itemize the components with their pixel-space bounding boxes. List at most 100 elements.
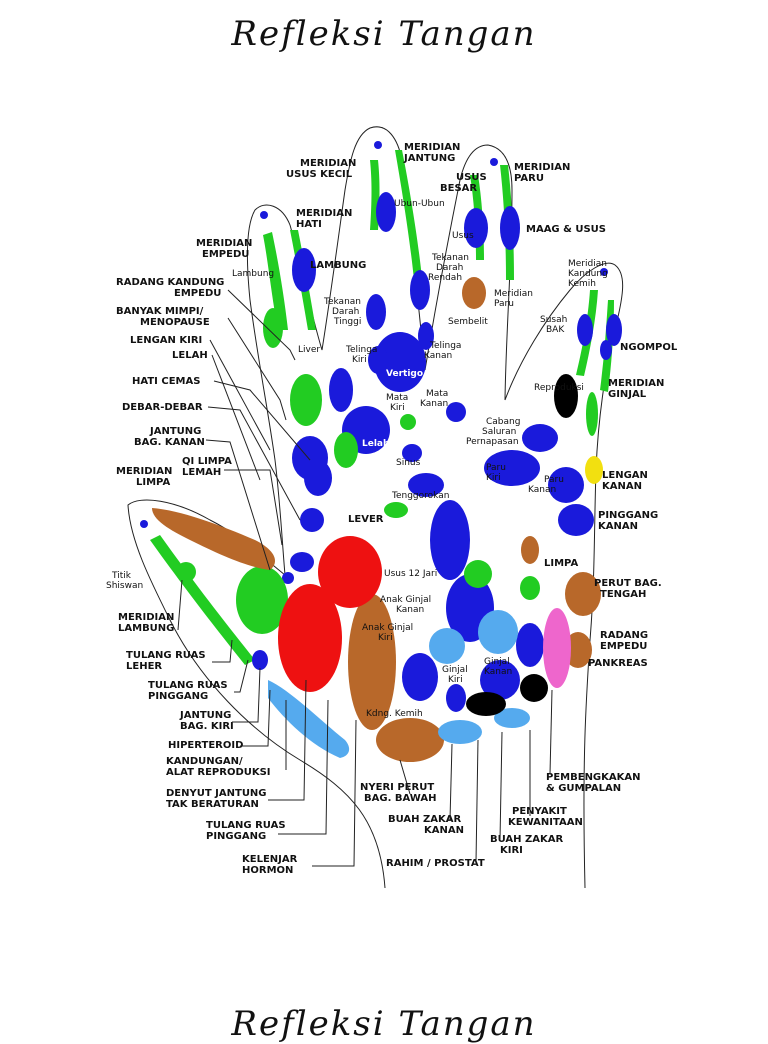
label-lambung: Lambung (232, 269, 274, 279)
zone-60 (263, 308, 283, 348)
label-pembengkakan: PEMBENGKAKAN& GUMPALAN (546, 772, 641, 794)
zone-57 (329, 368, 353, 412)
label-usus: Usus (452, 231, 474, 241)
label-sinus: Sinus (396, 458, 421, 468)
fingertip-dots (140, 141, 608, 528)
label-liver: Liver (298, 345, 320, 355)
zone-53 (304, 460, 332, 496)
zone-35 (522, 424, 558, 452)
zone-11-12 (268, 680, 350, 758)
zone-25 (520, 674, 548, 702)
zone-39 (577, 314, 593, 346)
zone-28 (520, 576, 540, 600)
label-kandungan: KANDUNGAN/ALAT REPRODUKSI (166, 756, 271, 778)
zone-26-pink (543, 608, 571, 688)
zone-1-4 (152, 508, 275, 570)
zone-30 (521, 536, 539, 564)
zone-36b (554, 374, 578, 418)
zone-71 (418, 322, 434, 350)
zone-3 (236, 566, 288, 634)
label-usus-12-jari: Usus 12 Jari (384, 569, 437, 579)
zone-18 (516, 623, 544, 667)
label-maag-usus: MAAG & USUS (526, 224, 606, 235)
zone-21 (478, 610, 518, 654)
zone-34 (484, 450, 540, 486)
zone-50 (400, 414, 416, 430)
label-rahim-prostat: RAHIM / PROSTAT (386, 858, 485, 869)
zone-67 (376, 192, 396, 232)
zone-44 (464, 208, 488, 248)
zone-24 (494, 708, 530, 728)
label-pankreas: PANKREAS (588, 658, 648, 669)
zone-52 (300, 508, 324, 532)
zone-7 (252, 650, 268, 670)
zone-59 (290, 374, 322, 426)
label-ubun-ubun: Ubun-Ubun (394, 199, 445, 209)
label-lengan-kiri: LENGAN KIRI (130, 335, 202, 346)
zone-37 (600, 340, 612, 360)
zone-13 (348, 594, 396, 730)
meridian-streak (150, 535, 255, 665)
meridian-streak (263, 232, 288, 330)
zone-32-yellow (585, 456, 603, 484)
zone-9 (318, 536, 382, 608)
zone-36 (586, 392, 598, 436)
zone-8 (282, 572, 294, 584)
zone-10 (278, 584, 342, 692)
label-hiperteroid: HIPERTEROID (168, 740, 243, 751)
label-hati-cemas: HATI CEMAS (132, 376, 200, 387)
zone-22 (466, 692, 506, 716)
label-perut-bag-tengah: PERUT BAG.TENGAH (594, 578, 662, 600)
zone-38 (606, 314, 622, 346)
zone-2 (176, 562, 196, 582)
zone-19b (464, 560, 492, 588)
zone-51 (446, 402, 466, 422)
zone-72 (374, 332, 426, 392)
zone-55 (334, 432, 358, 468)
label-banyak-mimpi: BANYAK MIMPI/MENOPAUSE (116, 306, 210, 328)
label-kdng-kemih: Kdng. Kemih (366, 709, 423, 719)
zone-48 (408, 473, 444, 497)
brown-zones (152, 277, 601, 762)
label-debar-debar: DEBAR-DEBAR (122, 402, 203, 413)
lightblue-zones (268, 610, 530, 758)
zone-69 (366, 294, 386, 330)
zone-41 (462, 277, 486, 309)
label-lelah-inner: Lelah (362, 439, 389, 449)
label-ngompol: NGOMPOL (620, 342, 678, 353)
label-reproduksi: Reproduksi (534, 383, 584, 393)
red-zones (278, 536, 382, 692)
zone-5 (290, 552, 314, 572)
label-lever: LEVER (348, 514, 384, 525)
label-vertigo: Vertigo (386, 369, 423, 379)
zone-17 (480, 660, 520, 700)
